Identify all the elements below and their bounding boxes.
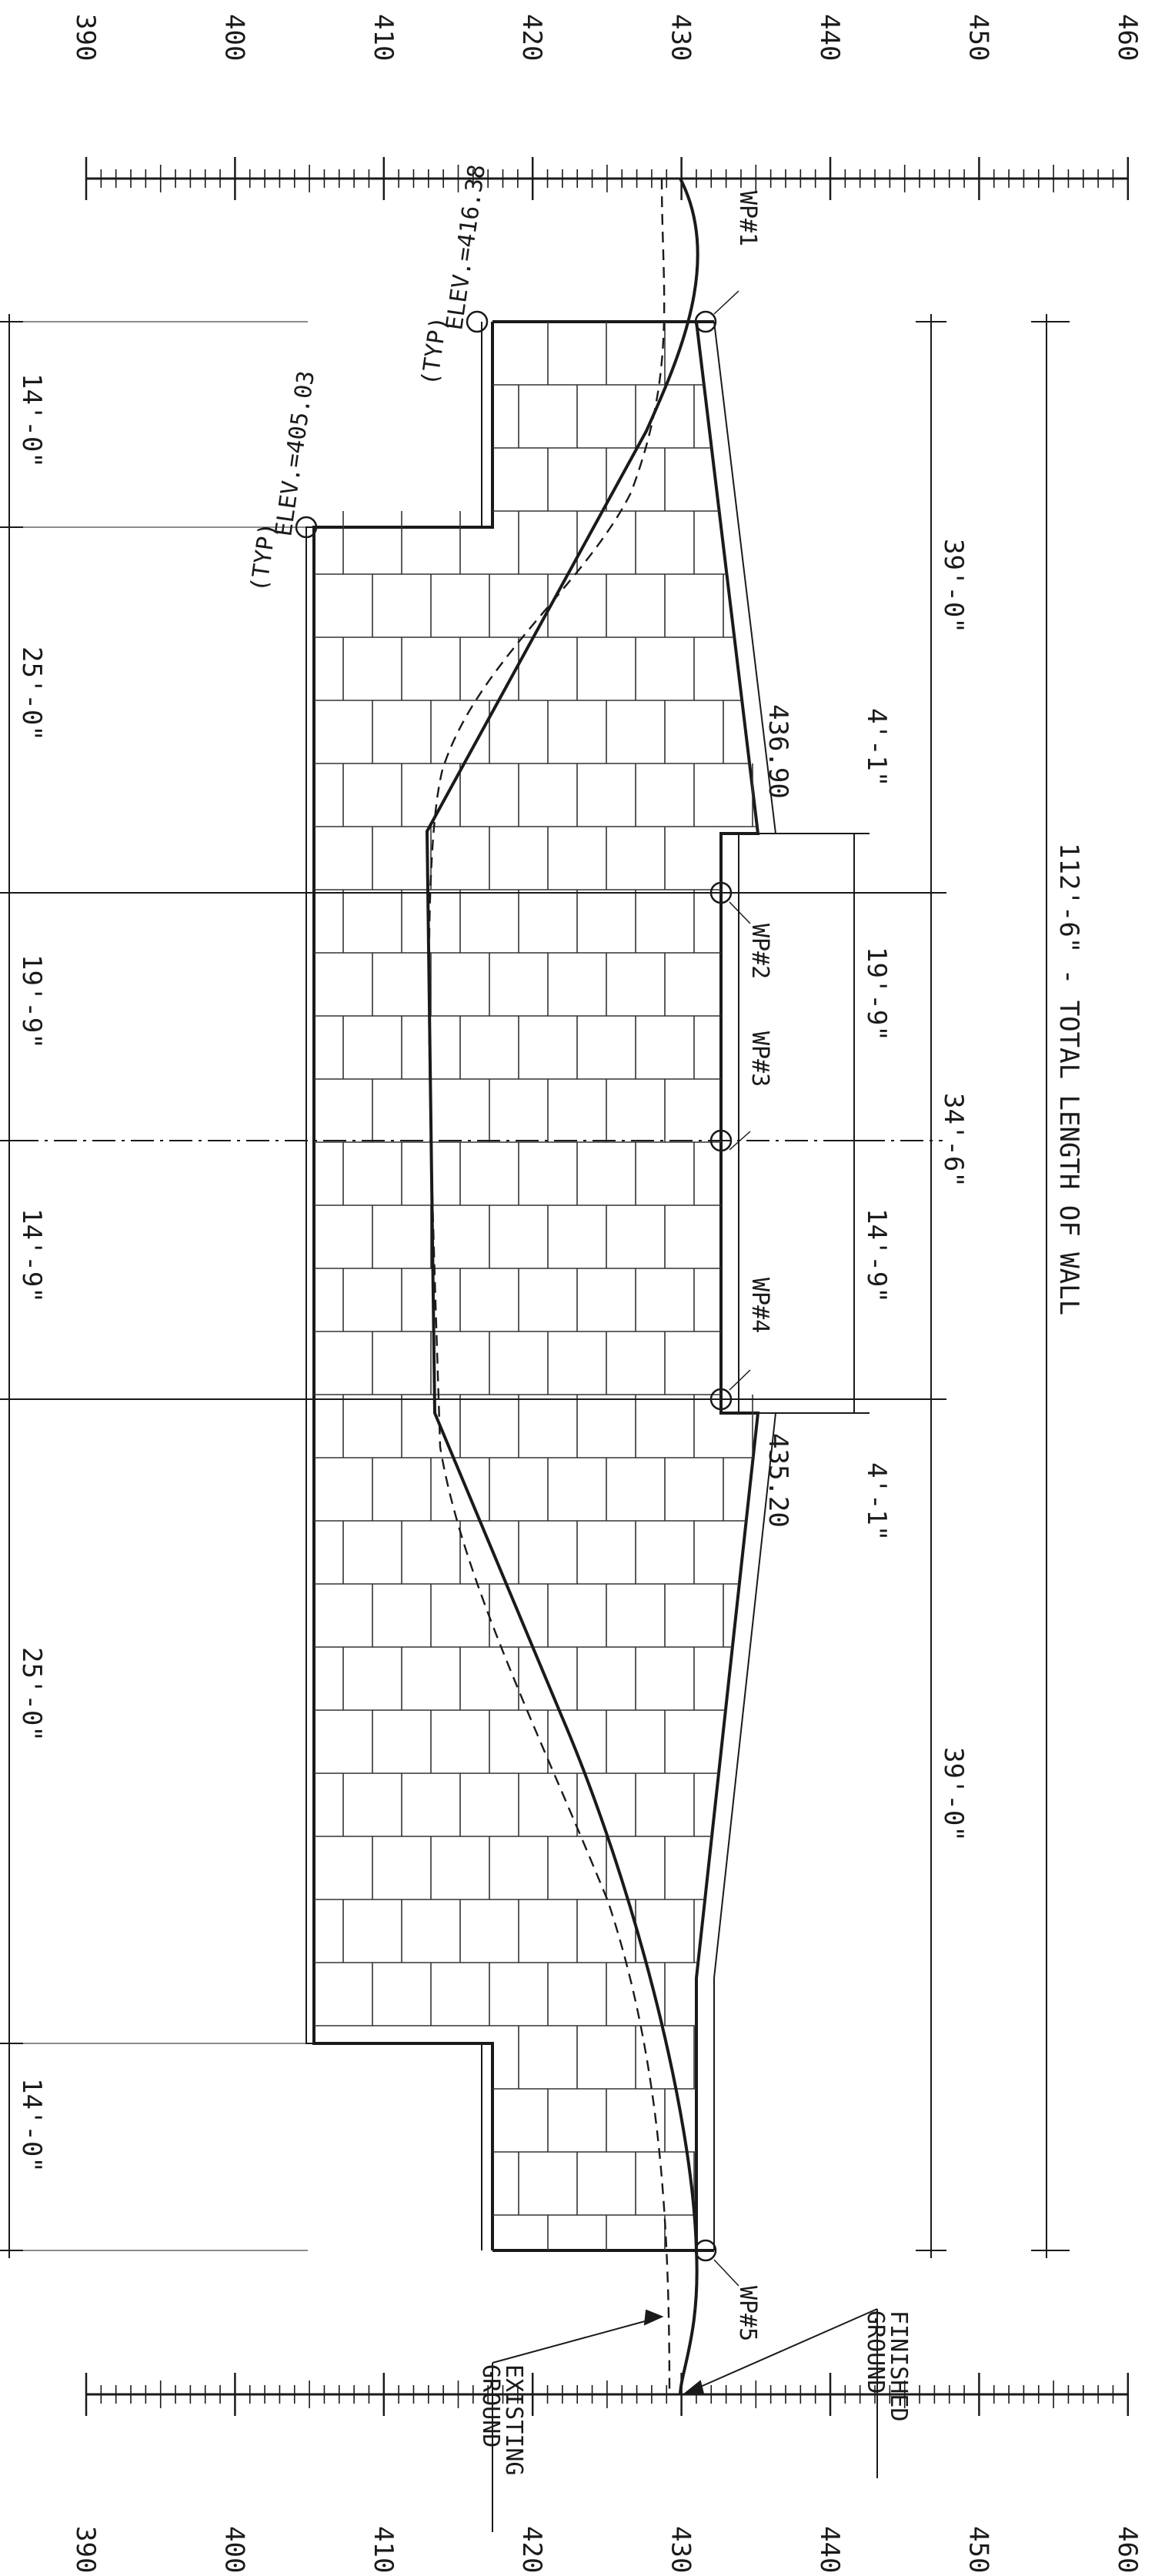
- wp1-marker: [694, 310, 717, 333]
- left-seg-1: 14'-0": [16, 373, 47, 468]
- middle-seg-1: 4'-1": [861, 708, 892, 787]
- wp3-marker: [709, 1129, 733, 1152]
- dimension-labels: 112'-6" - TOTAL LENGTH OF WALL 39'-0" 34…: [16, 373, 1084, 2173]
- step-bottom-elevation: 435.20: [763, 1433, 793, 1528]
- elev-1-marker: [466, 310, 489, 333]
- work-point-markers: [295, 290, 751, 2287]
- ground-labels: FINISHED GROUND EXISTING GROUND: [477, 2310, 912, 2476]
- elev-1-label: ELEV.=416.38: [441, 163, 491, 332]
- elev-2-label: ELEV.=405.03: [270, 369, 320, 539]
- scale-tick-label: 400: [219, 14, 249, 61]
- scale-tick-label: 440: [814, 2526, 845, 2573]
- step-top-elevation: 436.90: [763, 704, 793, 799]
- wp1-label: WP#1: [734, 191, 761, 246]
- scale-labels-top: 390 400 410 420 430 440 450 460: [70, 14, 1143, 61]
- existing-ground-label-2: GROUND: [477, 2364, 504, 2447]
- scale-tick-label: 420: [516, 2526, 547, 2573]
- finished-ground-label-1: FINISHED: [885, 2310, 912, 2422]
- dimension-lines: [0, 314, 1070, 2258]
- upper-seg-2: 34'-6": [938, 1093, 969, 1188]
- left-seg-3: 19'-9": [16, 954, 47, 1049]
- scale-tick-label: 460: [1112, 2526, 1143, 2573]
- elev-2-typ: (TYP): [245, 521, 282, 593]
- wp2-label: WP#2: [746, 924, 773, 979]
- middle-seg-2: 19'-9": [861, 947, 892, 1041]
- scale-tick-label: 390: [70, 2526, 101, 2573]
- scale-tick-label: 450: [963, 14, 993, 61]
- elev-1-typ: (TYP): [416, 315, 452, 387]
- wp4-marker: [709, 1388, 733, 1411]
- scale-tick-label: 430: [666, 2526, 696, 2573]
- scale-labels-bottom: 390 400 410 420 430 440 450 460: [70, 2526, 1143, 2573]
- existing-ground-label-1: EXISTING: [500, 2364, 527, 2476]
- scale-tick-label: 410: [368, 2526, 399, 2573]
- wall-outline: [305, 320, 777, 2252]
- middle-seg-4: 4'-1": [861, 1462, 892, 1541]
- scale-tick-label: 450: [963, 2526, 993, 2573]
- wp5-marker: [694, 2239, 717, 2262]
- total-length-label: 112'-6" - TOTAL LENGTH OF WALL: [1053, 843, 1084, 1315]
- middle-seg-3: 14'-9": [861, 1208, 892, 1303]
- left-seg-6: 14'-0": [16, 2078, 47, 2173]
- left-seg-5: 25'-0": [16, 1647, 47, 1742]
- elevation-labels: 436.90 435.20 ELEV.=416.38 (TYP) ELEV.=4…: [245, 163, 793, 1528]
- existing-ground-line: [428, 178, 671, 2395]
- elevation-scale-top: [85, 157, 1130, 200]
- finished-ground-label-2: GROUND: [862, 2310, 889, 2394]
- left-seg-4: 14'-9": [16, 1208, 47, 1303]
- scale-tick-label: 430: [666, 14, 696, 61]
- work-point-labels: WP#1 WP#2 WP#3 WP#4 WP#5: [734, 191, 773, 2341]
- scale-tick-label: 390: [70, 14, 101, 61]
- elev-2-marker: [295, 516, 318, 539]
- wp4-label: WP#4: [746, 1278, 773, 1333]
- wp3-label: WP#3: [746, 1031, 773, 1087]
- upper-seg-1: 39'-0": [938, 539, 969, 633]
- left-seg-2: 25'-0": [16, 647, 47, 741]
- scale-tick-label: 410: [368, 14, 399, 61]
- scale-tick-label: 460: [1112, 14, 1143, 61]
- wp5-label: WP#5: [734, 2286, 761, 2341]
- wp2-marker: [709, 881, 733, 904]
- upper-seg-3: 39'-0": [938, 1747, 969, 1842]
- ground-leaders: [492, 2308, 878, 2532]
- finished-ground-line: [425, 178, 699, 2395]
- section-lines: [0, 892, 943, 1400]
- scale-tick-label: 400: [219, 2526, 249, 2573]
- masonry-pattern: [314, 322, 757, 2250]
- scale-tick-label: 420: [516, 14, 547, 61]
- elevation-scale-bottom: [85, 2373, 1130, 2416]
- scale-tick-label: 440: [814, 14, 845, 61]
